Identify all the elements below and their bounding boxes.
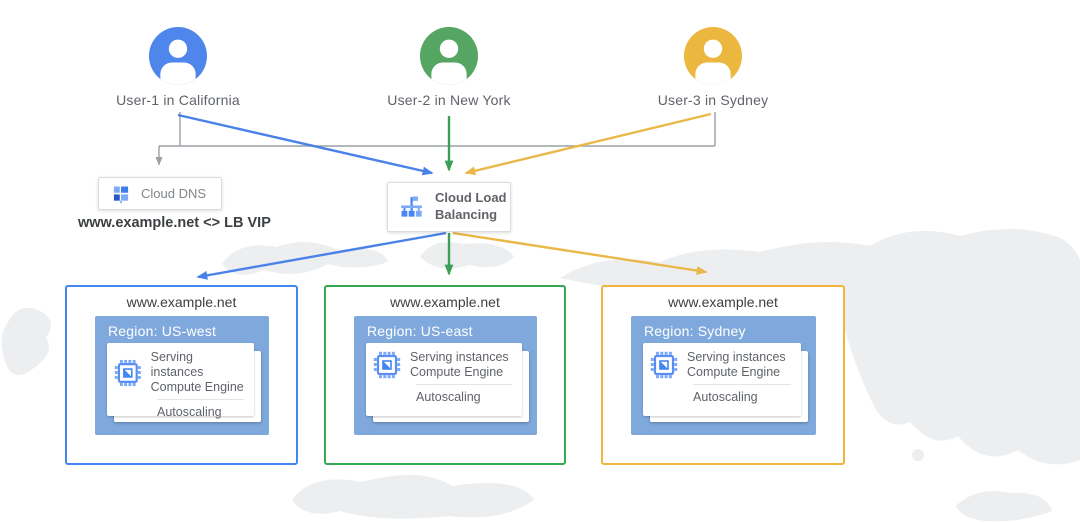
user-label: User-3 in Sydney	[657, 92, 769, 108]
user-label: User-1 in California	[116, 92, 240, 108]
vip-note: www.example.net <> LB VIP	[78, 215, 271, 231]
user-icon	[684, 27, 742, 85]
autoscaling-label: Autoscaling	[157, 405, 222, 419]
autoscaling-label: Autoscaling	[416, 390, 481, 404]
user-label: User-2 in New York	[387, 92, 511, 108]
region-panel: Region: US-west	[95, 316, 269, 435]
cloud-dns-icon	[113, 186, 129, 203]
region-label: Region: US-east	[367, 323, 473, 339]
region-panel: Region: Sydney	[631, 316, 816, 435]
user-icon	[420, 27, 478, 85]
region-label: Region: US-west	[108, 323, 217, 339]
compute-engine-icon	[650, 351, 678, 379]
user-3: User-3 in Sydney	[633, 27, 793, 108]
region-label: Region: Sydney	[644, 323, 746, 339]
serving-instances-text: Serving instances Compute Engine	[687, 350, 786, 379]
user-1: User-1 in California	[98, 27, 258, 108]
arrow-user3-to-lb	[464, 112, 712, 176]
serving-instances-text: Serving instances Compute Engine	[410, 350, 509, 379]
autoscaling-label: Autoscaling	[693, 390, 758, 404]
card-divider	[157, 399, 244, 400]
arrow-lb-to-us-west	[196, 231, 447, 280]
region-panel: Region: US-east	[354, 316, 537, 435]
instance-card: Serving instances Compute Engine Autosca…	[107, 343, 254, 419]
instance-card: Serving instances Compute Engine Autosca…	[366, 343, 522, 416]
arrow-lb-to-sydney	[452, 231, 708, 275]
instance-card-stack: Serving instances Compute Engine Autosca…	[366, 343, 529, 422]
region-domain: www.example.net	[126, 294, 237, 310]
dns-lookup-connector	[155, 112, 716, 166]
region-box-us-west: www.example.net Region: US-west	[65, 285, 298, 465]
region-box-sydney: www.example.net Region: Sydney	[601, 285, 845, 465]
cloud-dns-box: Cloud DNS	[98, 177, 222, 210]
user-icon	[149, 27, 207, 85]
user-2: User-2 in New York	[369, 27, 529, 108]
region-domain: www.example.net	[390, 294, 500, 310]
compute-engine-icon	[373, 351, 401, 379]
region-box-us-east: www.example.net Region: US-east	[324, 285, 566, 465]
instance-card-stack: Serving instances Compute Engine Autosca…	[643, 343, 808, 422]
compute-engine-icon	[114, 359, 141, 386]
arrow-user1-to-lb	[177, 113, 434, 176]
cloud-dns-label: Cloud DNS	[141, 186, 207, 201]
serving-instances-text: Serving instances Compute Engine	[150, 350, 244, 394]
region-domain: www.example.net	[668, 294, 778, 310]
cloud-load-balancing-icon	[401, 195, 422, 217]
card-divider	[416, 384, 512, 385]
instance-card-stack: Serving instances Compute Engine Autosca…	[107, 343, 261, 422]
instance-card: Serving instances Compute Engine Autosca…	[643, 343, 801, 416]
